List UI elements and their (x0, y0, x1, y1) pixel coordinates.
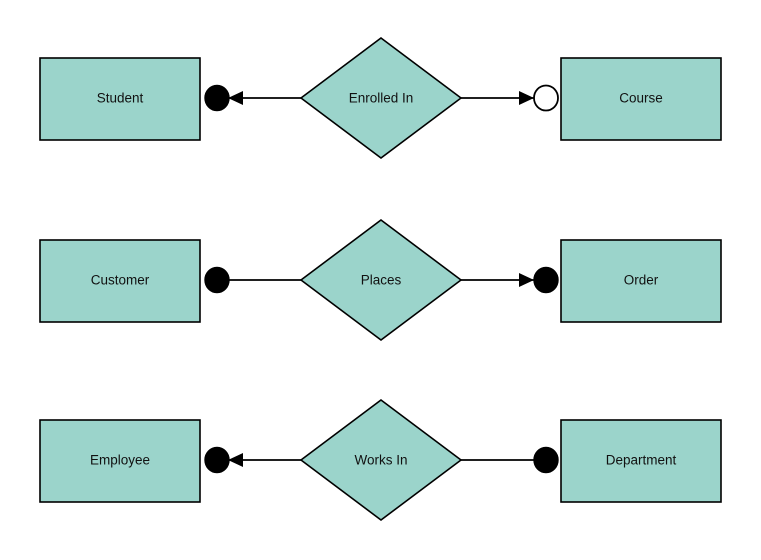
relationship-diamond-places[interactable] (299, 219, 463, 341)
relationship-diamond-works-in[interactable] (299, 399, 463, 521)
entity-box-order[interactable] (560, 239, 722, 323)
arrowhead-left-icon-employee (228, 453, 243, 467)
relationship-group-works-in: Employee Works In Department (39, 399, 722, 521)
relationship-group-places: Customer Places Order (39, 219, 722, 341)
cardinality-filled-circle-employee (204, 446, 230, 474)
entity-box-customer[interactable] (39, 239, 201, 323)
relationship-diamond-enrolled-in[interactable] (299, 37, 463, 159)
cardinality-filled-circle-department (533, 446, 559, 474)
entity-box-student[interactable] (39, 57, 201, 141)
arrowhead-right-icon-order (519, 273, 534, 287)
cardinality-open-circle-course (533, 84, 559, 112)
entity-box-course[interactable] (560, 57, 722, 141)
cardinality-filled-circle-order (533, 266, 559, 294)
relationship-group-enrolled-in: Student Enrolled In Course (39, 37, 722, 159)
arrowhead-left-icon-student (228, 91, 243, 105)
arrowhead-right-icon-course (519, 91, 534, 105)
entity-box-department[interactable] (560, 419, 722, 503)
cardinality-filled-circle-customer (204, 266, 230, 294)
cardinality-filled-circle-student (204, 84, 230, 112)
entity-box-employee[interactable] (39, 419, 201, 503)
